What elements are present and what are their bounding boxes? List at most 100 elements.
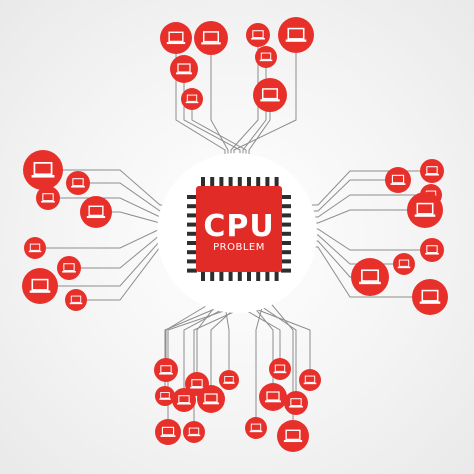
laptop-node [24,237,46,259]
laptop-icon [419,289,441,304]
laptop-node [385,167,411,193]
laptop-icon [283,429,303,443]
laptop-icon [86,205,106,219]
node-circle [194,21,228,55]
laptop-icon [259,52,273,62]
laptop-node [259,383,287,411]
node-circle [197,385,225,413]
laptop-node [170,55,198,83]
laptop-icon [190,379,204,389]
node-circle [23,150,63,190]
laptop-node [80,196,112,228]
laptop-icon [425,166,439,176]
laptop-icon [397,259,411,269]
chip-pin [201,271,205,281]
node-circle [181,88,203,110]
node-circle [278,17,314,53]
chip-subtitle: PROBLEM [213,242,265,253]
laptop-node [420,238,444,262]
node-circle [255,46,277,68]
chip-pin [281,241,291,245]
chip-pin [187,222,197,227]
laptop-node [420,159,444,183]
node-circle [277,420,309,452]
laptop-icon [390,174,406,185]
node-circle [245,417,267,439]
chip-pin [281,195,291,199]
laptop-node [255,46,277,68]
laptop-node [284,391,308,415]
laptop-icon [425,245,439,255]
chip-pin [247,177,251,187]
laptop-node [245,417,267,439]
node-circle [155,386,175,406]
node-circle [351,258,389,296]
laptop-icon [249,423,263,433]
laptop-icon [28,243,42,253]
laptop-node [181,88,203,110]
laptop-node [197,385,225,413]
chip-pin [265,271,270,281]
laptop-node [393,253,415,275]
laptop-icon [285,27,307,42]
laptop-node [65,289,87,311]
chip-pin [187,213,197,218]
chip-pin [247,271,251,281]
laptop-node [412,279,448,315]
laptop-icon [185,94,199,104]
chip-pin [256,177,261,187]
laptop-icon [260,88,280,102]
chip-pin [281,213,291,218]
node-circle [66,171,90,195]
laptop-node [66,171,90,195]
laptop-icon [223,375,235,384]
chip-pin [228,271,233,281]
laptop-nodes [22,17,448,452]
chip-pin [281,231,291,236]
laptop-icon [160,426,176,437]
node-circle [170,55,198,83]
chip-pin [201,177,205,187]
laptop-icon [62,263,76,273]
laptop-node [269,358,291,380]
laptop-node [253,78,287,112]
node-circle [155,419,181,445]
laptop-node [194,21,228,55]
chip-pin [274,271,279,281]
node-circle [219,370,239,390]
node-circle [22,268,58,304]
laptop-icon [273,364,287,374]
cpu-chip: CPU PROBLEM [187,177,291,281]
laptop-node [160,22,192,54]
laptop-node [36,186,60,210]
laptop-icon [265,391,281,403]
chip-title: CPU [203,209,274,244]
laptop-icon [177,395,191,405]
laptop-node [155,386,175,406]
chip-pin [256,271,261,281]
chip-body [196,186,282,272]
node-circle [154,358,178,382]
chip-pin [228,177,233,187]
node-circle [183,421,205,443]
chip-pin [187,241,197,245]
laptop-node [183,421,205,443]
laptop-icon [251,30,265,40]
laptop-node [277,420,309,452]
chip-pin [237,271,242,281]
laptop-node [22,268,58,304]
chip-pin [265,177,270,187]
chip-pin [274,177,279,187]
chip-pins [187,177,291,281]
node-circle [259,383,287,411]
node-circle [284,391,308,415]
laptop-icon [159,365,173,375]
chip-pin [281,250,291,255]
laptop-icon [69,295,83,305]
node-circle [385,167,411,193]
chip-pin [187,250,197,255]
laptop-icon [29,278,51,293]
chip-pin [281,268,291,273]
laptop-icon [203,393,219,405]
